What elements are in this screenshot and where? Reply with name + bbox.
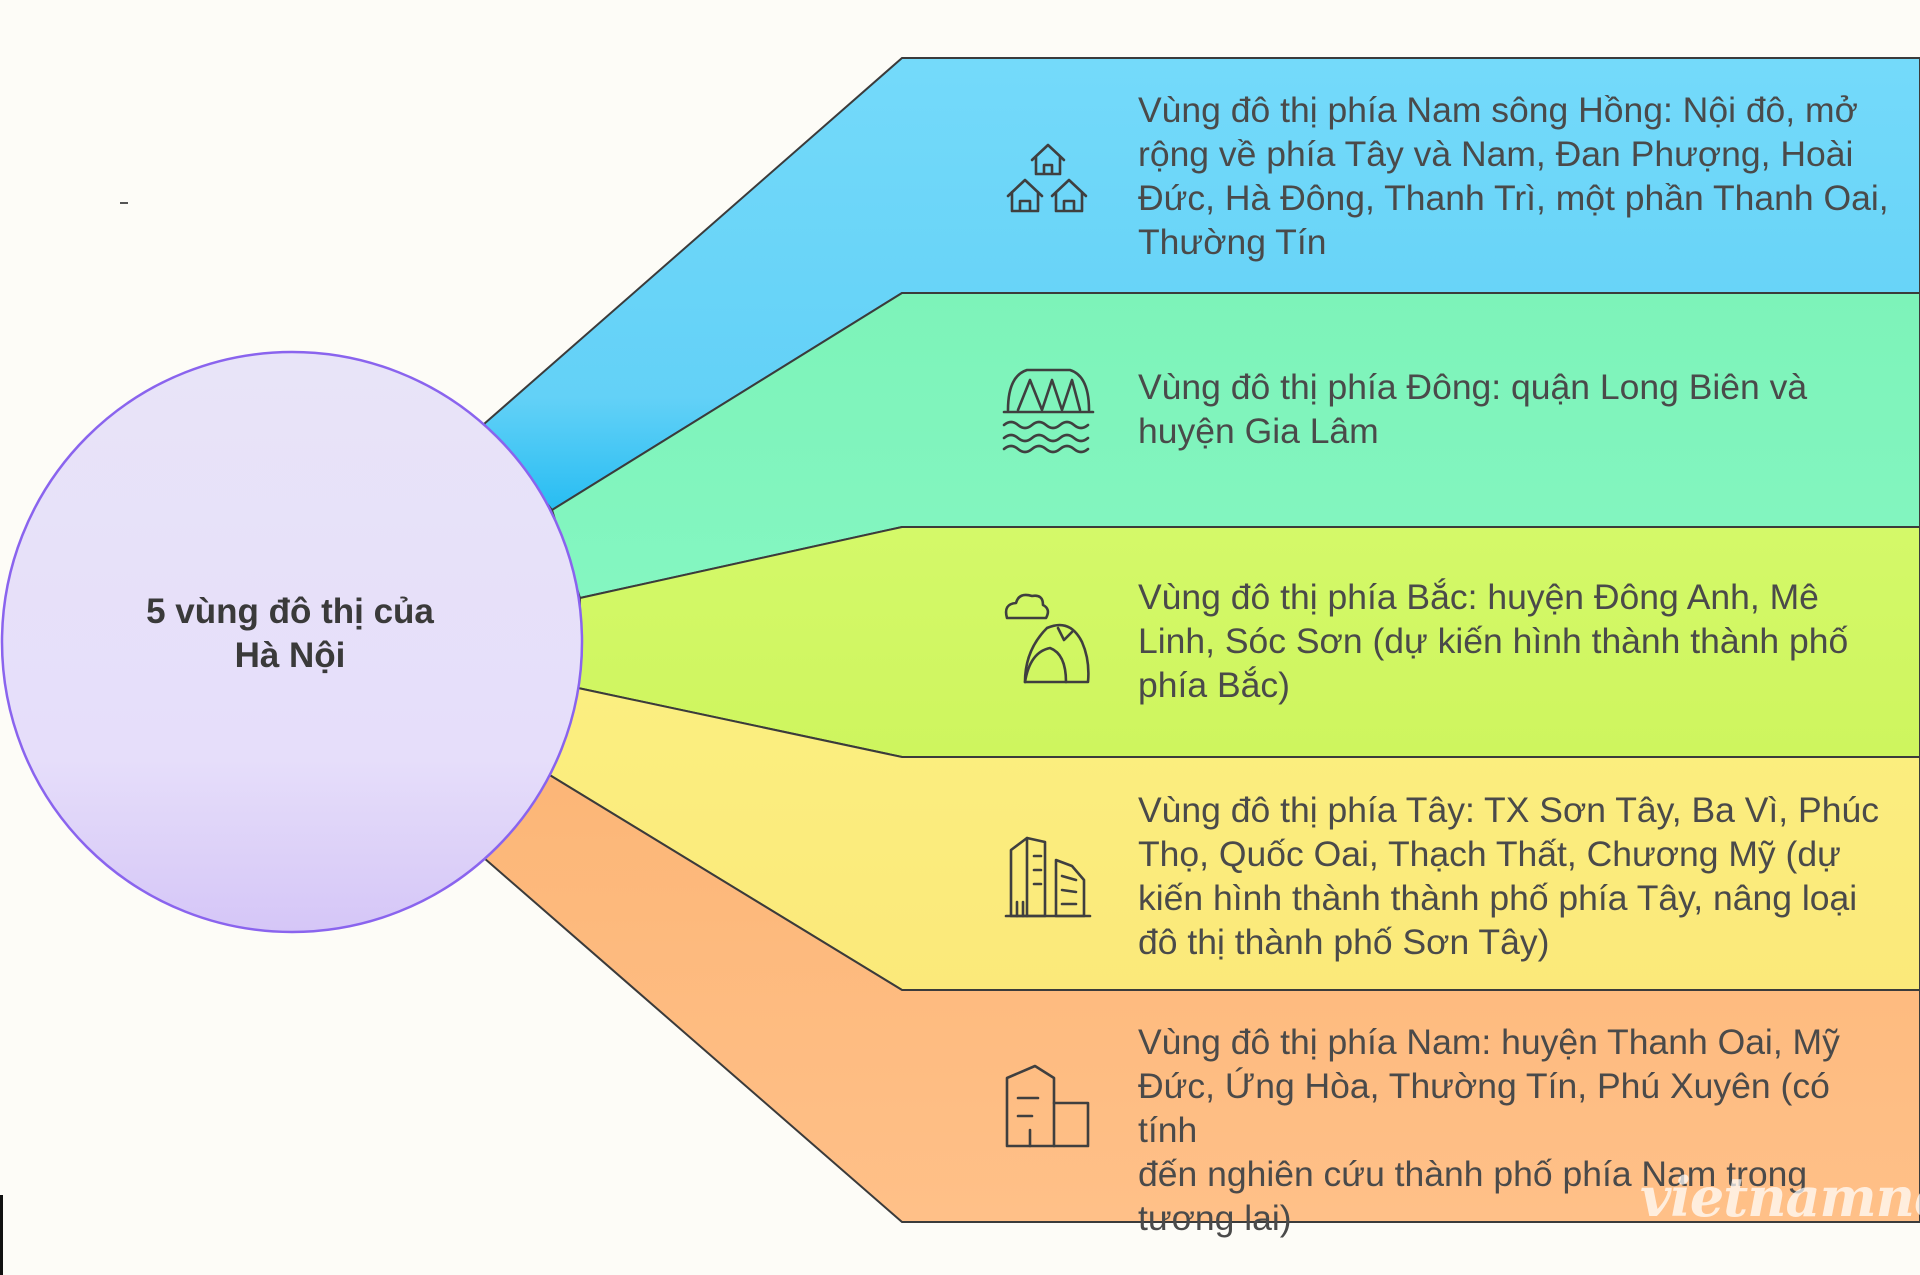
- center-circle: [0, 350, 584, 934]
- text-line: kiến hình thành thành phố phía Tây, nâng…: [1138, 878, 1858, 918]
- region-text-east: Vùng đô thị phía Đông: quận Long Biên và…: [1138, 365, 1898, 453]
- center-title-line-1: 5 vùng đô thị của: [146, 592, 434, 631]
- text-line: Vùng đô thị phía Nam sông Hồng: Nội đô, …: [1138, 90, 1858, 130]
- text-line: Đức, Hà Đông, Thanh Trì, một phần Thanh …: [1138, 178, 1889, 218]
- text-line: Linh, Sóc Sơn (dự kiến hình thành thành …: [1138, 621, 1849, 661]
- text-line: Đức, Ứng Hòa, Thường Tín, Phú Xuyên (có …: [1138, 1066, 1830, 1150]
- stray-dash-mark: [120, 202, 128, 204]
- center-title: 5 vùng đô thị của Hà Nội: [40, 590, 540, 678]
- region-text-west: Vùng đô thị phía Tây: TX Sơn Tây, Ba Vì,…: [1138, 788, 1898, 964]
- text-line: Vùng đô thị phía Nam: huyện Thanh Oai, M…: [1138, 1022, 1840, 1062]
- building-icon: [1005, 1064, 1090, 1148]
- region-text-south-red-river: Vùng đô thị phía Nam sông Hồng: Nội đô, …: [1138, 88, 1898, 264]
- mountain-icon: [1004, 593, 1090, 684]
- text-line: Thường Tín: [1138, 222, 1327, 262]
- text-line: Vùng đô thị phía Tây: TX Sơn Tây, Ba Vì,…: [1138, 790, 1879, 830]
- houses-icon: [1006, 143, 1088, 213]
- text-line: Thọ, Quốc Oai, Thạch Thất, Chương Mỹ (dự: [1138, 834, 1841, 874]
- text-line: Vùng đô thị phía Đông: quận Long Biên và: [1138, 367, 1808, 407]
- region-text-north: Vùng đô thị phía Bắc: huyện Đông Anh, Mê…: [1138, 575, 1898, 707]
- text-line: phía Bắc): [1138, 665, 1290, 705]
- center-title-line-2: Hà Nội: [234, 636, 346, 675]
- vietnamnet-watermark: vietnamnet: [1640, 1165, 1920, 1229]
- text-line: đô thị thành phố Sơn Tây): [1138, 922, 1550, 962]
- text-line: rộng về phía Tây và Nam, Đan Phượng, Hoà…: [1138, 134, 1854, 174]
- text-line: đến nghiên cứu thành phố phía Nam trong: [1138, 1154, 1808, 1194]
- region-text-south: Vùng đô thị phía Nam: huyện Thanh Oai, M…: [1138, 1020, 1898, 1240]
- text-line: huyện Gia Lâm: [1138, 411, 1379, 451]
- text-line: tương lai): [1138, 1198, 1292, 1238]
- edge-mark: [0, 1195, 3, 1275]
- bridge-icon: [1002, 368, 1095, 454]
- skyscraper-icon: [1004, 836, 1092, 918]
- text-line: Vùng đô thị phía Bắc: huyện Đông Anh, Mê: [1138, 577, 1819, 617]
